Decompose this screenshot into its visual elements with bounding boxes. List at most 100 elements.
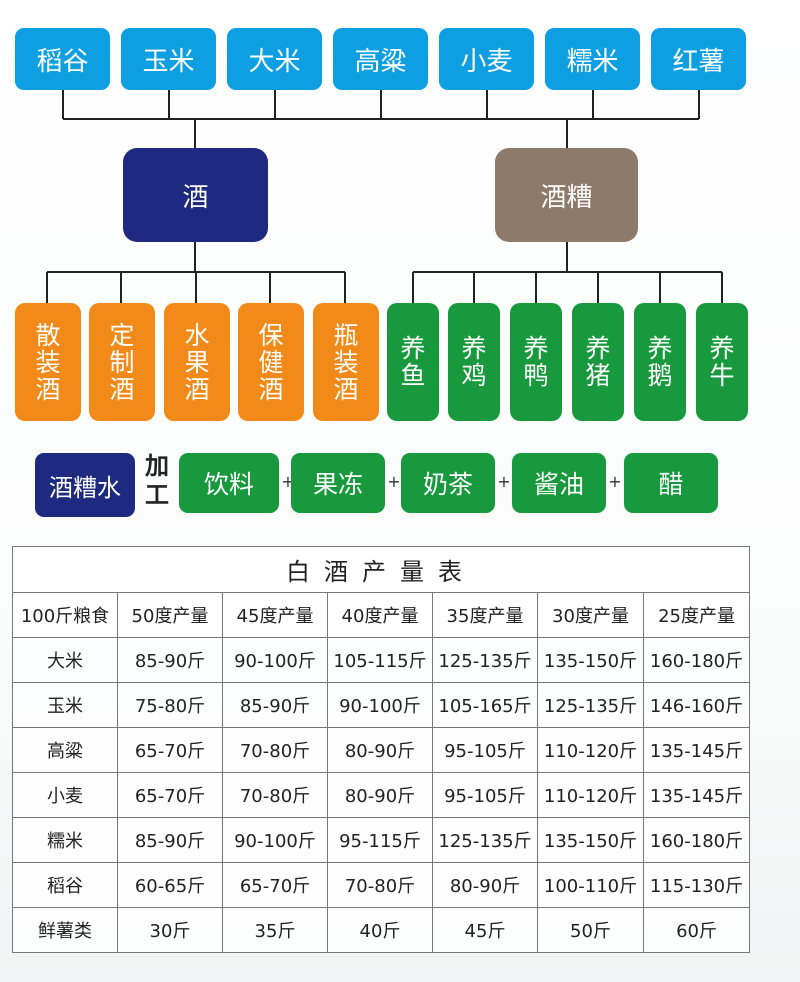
table-cell: 50斤 bbox=[537, 907, 644, 953]
table-cell: 65-70斤 bbox=[117, 727, 223, 773]
wine-product-box: 散装酒 bbox=[15, 303, 81, 421]
table-cell: 95-105斤 bbox=[432, 772, 538, 818]
table-cell: 125-135斤 bbox=[432, 637, 538, 683]
grain-label: 大米 bbox=[248, 46, 301, 77]
table-cell: 75-80斤 bbox=[117, 682, 223, 728]
wine-product-label: 瓶装酒 bbox=[333, 320, 359, 404]
grain-label: 红薯 bbox=[672, 46, 725, 77]
table-cell: 80-90斤 bbox=[432, 862, 538, 908]
grain-label: 小麦 bbox=[460, 46, 513, 77]
table-row: 糯米 85-90斤 90-100斤 95-115斤 125-135斤 135-1… bbox=[12, 817, 751, 863]
wine-product-label: 定制酒 bbox=[109, 320, 135, 404]
wine-product-label: 散装酒 bbox=[35, 320, 61, 404]
table-cell: 85-90斤 bbox=[117, 637, 223, 683]
grain-box: 稻谷 bbox=[15, 28, 110, 90]
table-cell: 糯米 bbox=[12, 817, 118, 863]
table-cell: 大米 bbox=[12, 637, 118, 683]
table-cell: 70-80斤 bbox=[327, 862, 433, 908]
processed-product-label: 醋 bbox=[658, 470, 684, 499]
table-cell: 90-100斤 bbox=[222, 637, 328, 683]
table-header-cell: 45度产量 bbox=[222, 592, 328, 638]
table-header-cell: 35度产量 bbox=[432, 592, 538, 638]
grain-label: 糯米 bbox=[566, 46, 619, 77]
processed-product-label: 果冻 bbox=[312, 470, 363, 499]
table-row: 小麦 65-70斤 70-80斤 80-90斤 95-105斤 110-120斤… bbox=[12, 772, 751, 818]
table-cell: 稻谷 bbox=[12, 862, 118, 908]
table-cell: 90-100斤 bbox=[222, 817, 328, 863]
table-cell: 115-130斤 bbox=[642, 862, 751, 908]
livestock-box: 养鱼 bbox=[387, 303, 439, 421]
processed-product-box: 果冻 bbox=[291, 453, 385, 513]
livestock-label: 养猪 bbox=[585, 334, 611, 390]
wine-box: 酒 bbox=[123, 148, 268, 242]
lees-water-box: 酒糟水 bbox=[35, 453, 135, 517]
plus-sign: + bbox=[387, 472, 401, 491]
livestock-box: 养猪 bbox=[572, 303, 624, 421]
table-cell: 125-135斤 bbox=[432, 817, 538, 863]
table-cell: 85-90斤 bbox=[117, 817, 223, 863]
wine-product-box: 保健酒 bbox=[238, 303, 304, 421]
table-row: 稻谷 60-65斤 65-70斤 70-80斤 80-90斤 100-110斤 … bbox=[12, 862, 751, 908]
table-cell: 60斤 bbox=[642, 907, 751, 953]
table-cell: 35斤 bbox=[222, 907, 328, 953]
table-cell: 45斤 bbox=[432, 907, 538, 953]
table-row: 鲜薯类 30斤 35斤 40斤 45斤 50斤 60斤 bbox=[12, 907, 751, 953]
table-header-cell: 50度产量 bbox=[117, 592, 223, 638]
grain-label: 玉米 bbox=[142, 46, 195, 77]
table-cell: 135-150斤 bbox=[537, 817, 644, 863]
livestock-box: 养牛 bbox=[696, 303, 748, 421]
wine-label: 酒 bbox=[182, 182, 209, 213]
table-title-row: 白酒产量表 bbox=[11, 546, 751, 593]
process-label: 加工 bbox=[145, 452, 169, 509]
table-header-row: 100斤粮食 50度产量 45度产量 40度产量 35度产量 30度产量 25度… bbox=[12, 592, 751, 638]
table-row: 高粱 65-70斤 70-80斤 80-90斤 95-105斤 110-120斤… bbox=[12, 727, 751, 773]
yield-table: 白酒产量表 100斤粮食 50度产量 45度产量 40度产量 35度产量 30度… bbox=[11, 546, 751, 953]
table-cell: 105-165斤 bbox=[432, 682, 538, 728]
table-header-cell: 30度产量 bbox=[537, 592, 644, 638]
table-cell: 40斤 bbox=[327, 907, 433, 953]
table-cell: 135-145斤 bbox=[642, 727, 751, 773]
table-cell: 160-180斤 bbox=[642, 817, 751, 863]
plus-sign: + bbox=[608, 472, 622, 491]
table-header-cell: 100斤粮食 bbox=[12, 592, 118, 638]
livestock-label: 养牛 bbox=[709, 334, 735, 390]
grain-label: 稻谷 bbox=[36, 46, 89, 77]
table-cell: 135-145斤 bbox=[642, 772, 751, 818]
table-header-cell: 40度产量 bbox=[327, 592, 433, 638]
table-cell: 玉米 bbox=[12, 682, 118, 728]
table-row: 大米 85-90斤 90-100斤 105-115斤 125-135斤 135-… bbox=[12, 637, 751, 683]
table-cell: 80-90斤 bbox=[327, 772, 433, 818]
plus-sign: + bbox=[497, 472, 511, 491]
table-header-cell: 25度产量 bbox=[642, 592, 751, 638]
grain-box: 糯米 bbox=[545, 28, 640, 90]
table-cell: 146-160斤 bbox=[642, 682, 751, 728]
table-cell: 70-80斤 bbox=[222, 727, 328, 773]
grain-box: 玉米 bbox=[121, 28, 216, 90]
grain-box: 小麦 bbox=[439, 28, 534, 90]
grain-box: 大米 bbox=[227, 28, 322, 90]
table-cell: 30斤 bbox=[117, 907, 223, 953]
grain-box: 高粱 bbox=[333, 28, 428, 90]
processed-product-box: 醋 bbox=[624, 453, 718, 513]
lees-label: 酒糟 bbox=[540, 182, 593, 213]
wine-product-box: 瓶装酒 bbox=[313, 303, 379, 421]
wine-product-label: 水果酒 bbox=[184, 320, 210, 404]
table-cell: 90-100斤 bbox=[327, 682, 433, 728]
processed-product-box: 奶茶 bbox=[401, 453, 495, 513]
livestock-box: 养鹅 bbox=[634, 303, 686, 421]
table-cell: 70-80斤 bbox=[222, 772, 328, 818]
processed-product-label: 饮料 bbox=[203, 470, 254, 499]
processed-product-label: 酱油 bbox=[533, 470, 584, 499]
table-cell: 85-90斤 bbox=[222, 682, 328, 728]
table-cell: 95-115斤 bbox=[327, 817, 433, 863]
table-title: 白酒产量表 bbox=[11, 546, 751, 593]
table-cell: 80-90斤 bbox=[327, 727, 433, 773]
livestock-label: 养鸡 bbox=[461, 334, 487, 390]
livestock-label: 养鹅 bbox=[647, 334, 673, 390]
table-cell: 小麦 bbox=[12, 772, 118, 818]
table-cell: 65-70斤 bbox=[117, 772, 223, 818]
table-cell: 110-120斤 bbox=[537, 772, 644, 818]
processed-product-box: 饮料 bbox=[179, 453, 279, 513]
table-cell: 105-115斤 bbox=[327, 637, 433, 683]
